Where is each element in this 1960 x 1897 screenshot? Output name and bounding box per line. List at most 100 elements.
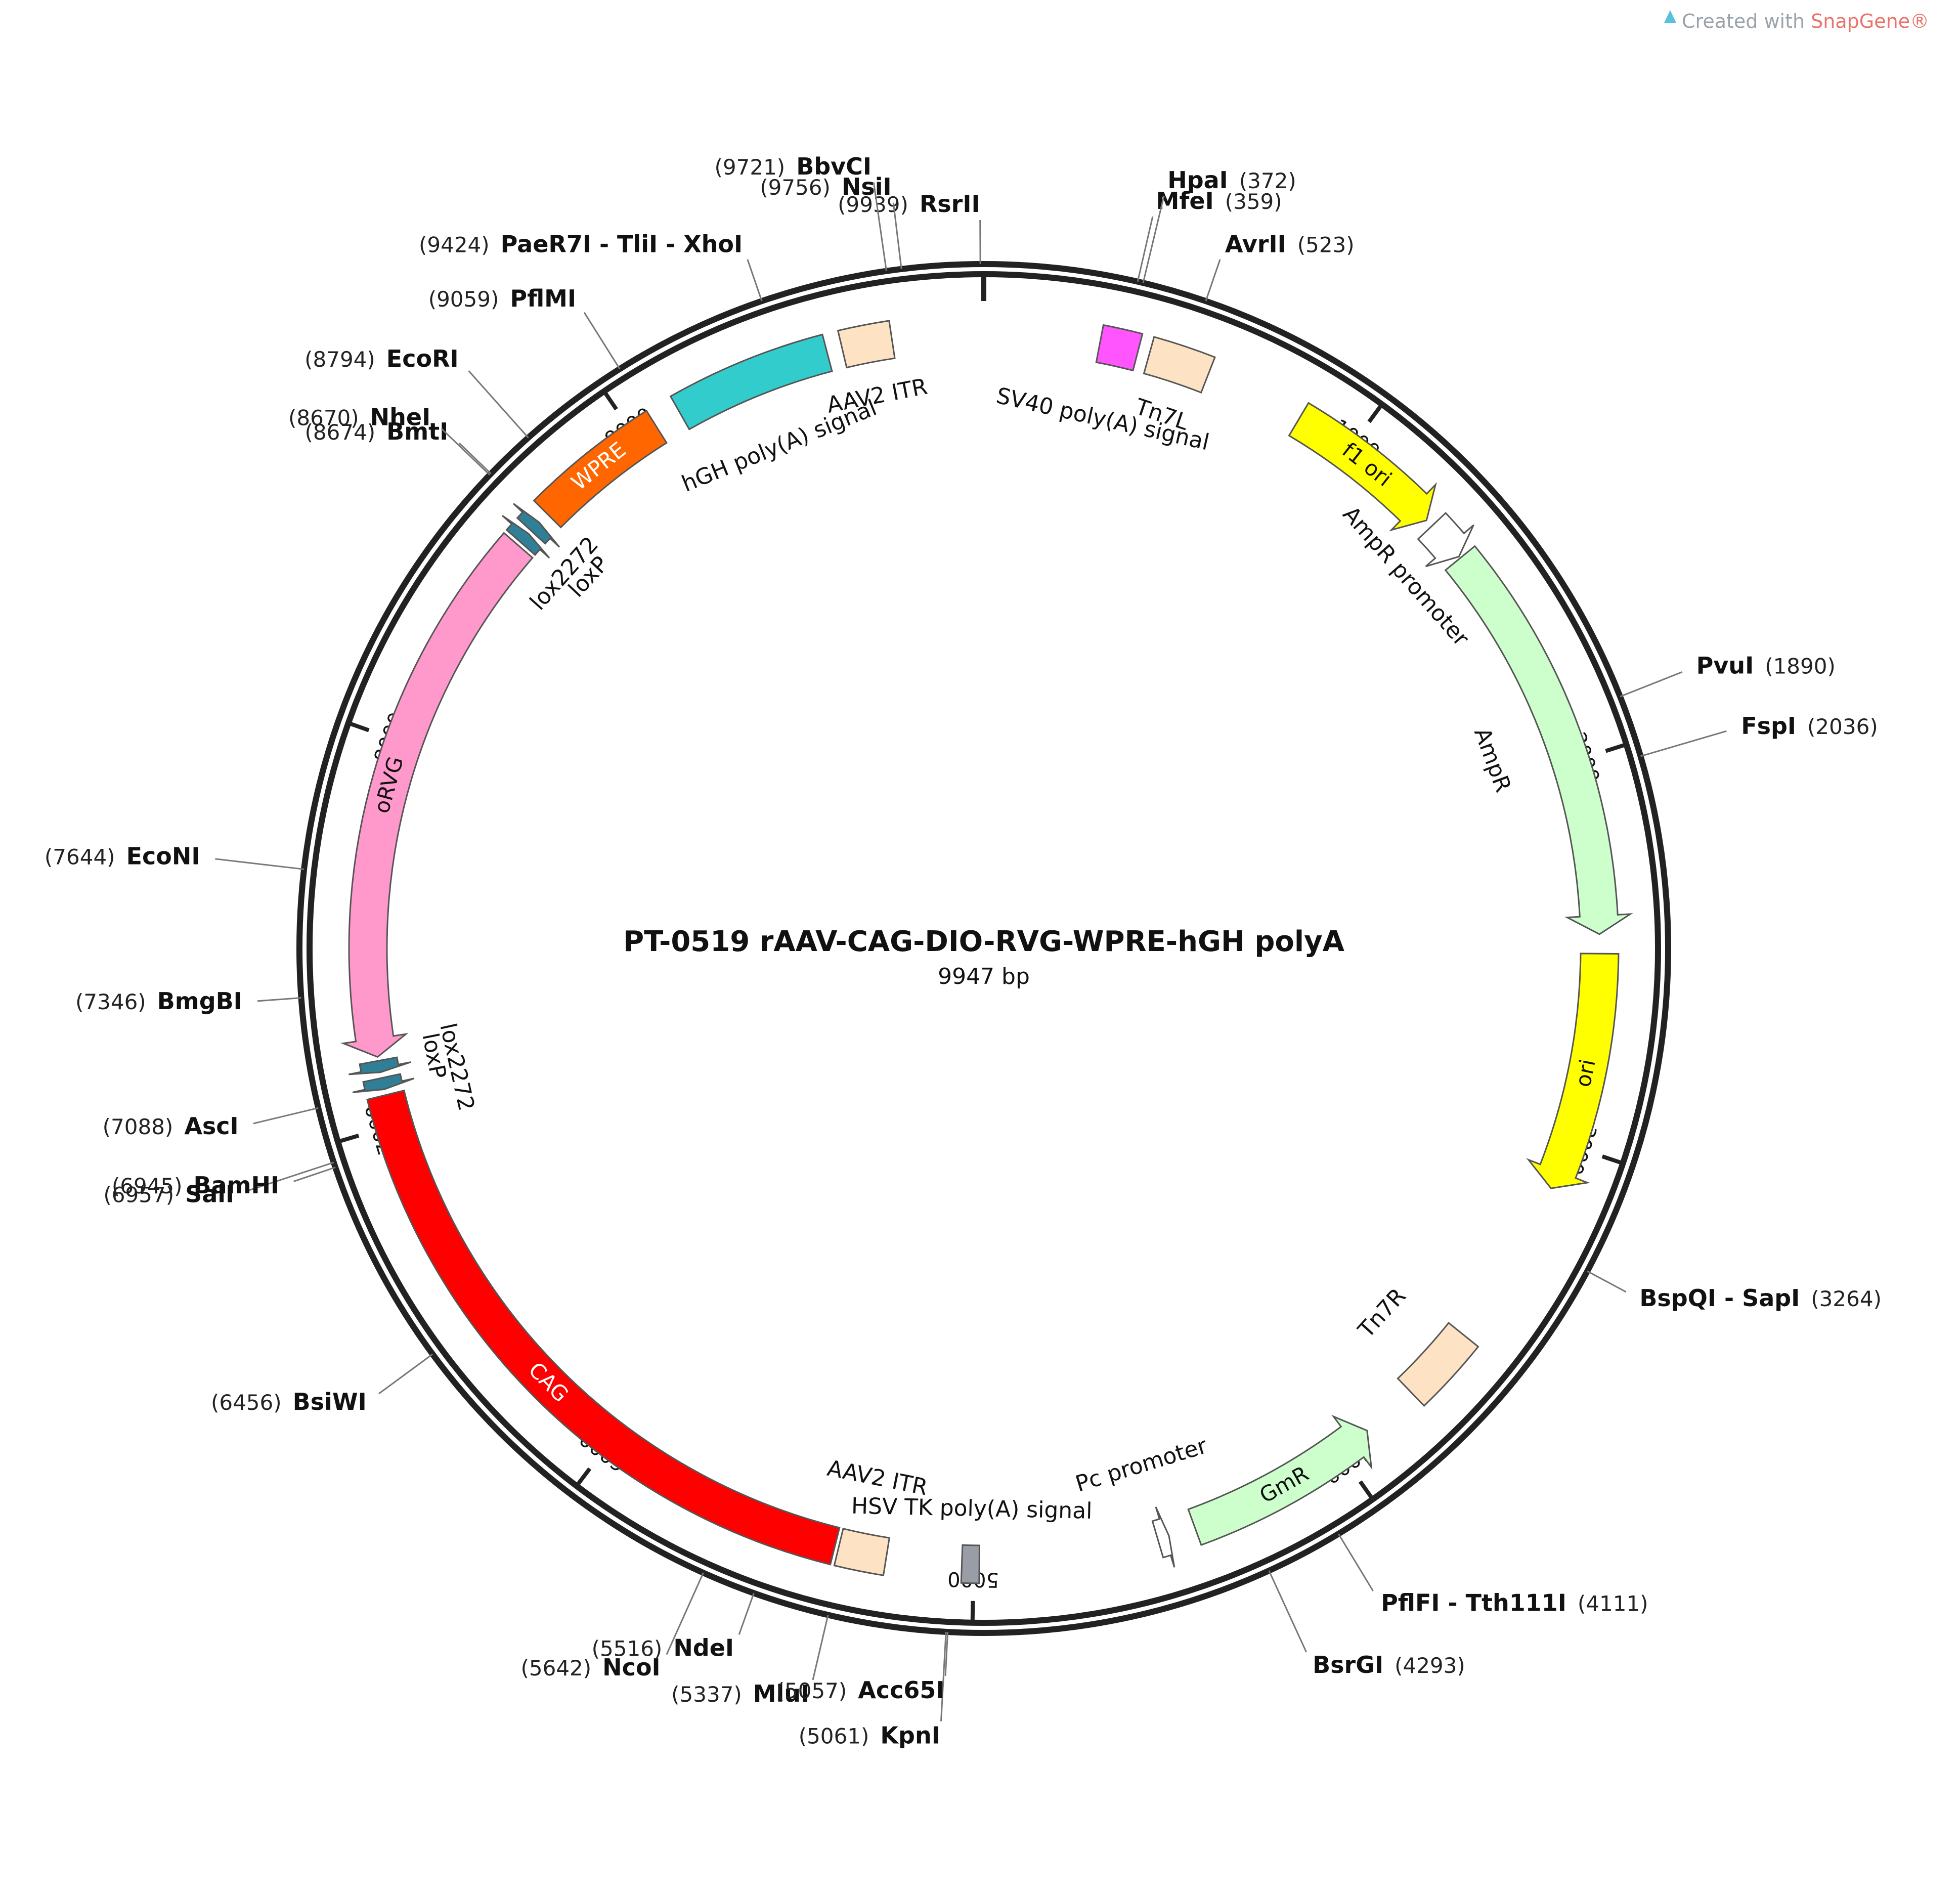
site-nhei[interactable]: (8670)NheI bbox=[288, 404, 491, 476]
site-nhei-label: (8670)NheI bbox=[288, 404, 430, 431]
site-nsii-leader bbox=[892, 202, 902, 270]
site-mlui-pos: (5337) bbox=[671, 1682, 742, 1707]
site-asci-name: AscI bbox=[184, 1112, 238, 1140]
feature-ampr[interactable]: AmpR bbox=[1444, 545, 1633, 935]
feature-orvg[interactable]: oRVG bbox=[340, 532, 534, 1058]
site-asci[interactable]: (7088)AscI bbox=[103, 1107, 319, 1140]
site-xhoi-leader bbox=[747, 259, 763, 301]
site-bbvci-label: (9721) BbvCI bbox=[715, 153, 872, 180]
site-mfei[interactable]: MfeI(359) bbox=[1137, 187, 1282, 282]
site-bmgbi-label: (7346)BmgBI bbox=[75, 987, 242, 1015]
site-bamhi-name: BamHI bbox=[194, 1172, 280, 1199]
feature-tn7l[interactable]: Tn7L bbox=[1131, 336, 1216, 436]
site-bmti-label: (8674)BmtI bbox=[305, 418, 449, 445]
site-ecori-pos: (8794) bbox=[304, 347, 375, 372]
site-bmti-pos: (8674) bbox=[305, 420, 376, 445]
site-ecori-name: EcoRI bbox=[386, 345, 459, 372]
site-pflmi-pos: (9059) bbox=[428, 287, 499, 312]
site-bbvci[interactable]: (9721) BbvCI bbox=[715, 153, 887, 271]
site-hpai-leader bbox=[1142, 195, 1165, 283]
hgh-polya-shape bbox=[669, 333, 833, 430]
lox2272-top-shape bbox=[502, 515, 550, 558]
site-pflmi-name: PflMI bbox=[510, 285, 576, 312]
feature-aav2-itr-right[interactable]: AAV2 ITR bbox=[824, 320, 930, 418]
site-pvui[interactable]: PvuI (1890) bbox=[1620, 652, 1836, 698]
site-tth111i-name: PflFI - Tth111I bbox=[1381, 1589, 1566, 1617]
tick-mark-2000 bbox=[1605, 742, 1627, 753]
site-mlui-name: MluI bbox=[753, 1680, 809, 1707]
site-hpai-label: HpaI(372) bbox=[1167, 166, 1296, 194]
snapgene-logo-icon bbox=[1664, 10, 1676, 23]
site-bamhi-label: (6945)BamHI bbox=[112, 1172, 279, 1199]
tn7r-label: Tn7R bbox=[1353, 1283, 1411, 1344]
site-avrii-pos: (523) bbox=[1297, 232, 1355, 257]
site-ncoi-label: (5642)NcoI bbox=[521, 1654, 661, 1681]
site-xhoi-pos: (9424) bbox=[419, 232, 490, 257]
site-acc65i[interactable]: (5057) Acc65I bbox=[776, 1632, 949, 1704]
site-pvui-pos: (1890) bbox=[1765, 654, 1836, 678]
site-hpai-pos: (372) bbox=[1239, 168, 1296, 193]
site-bsiwi[interactable]: (6456)BsiWI bbox=[211, 1353, 433, 1415]
site-tth111i[interactable]: PflFI - Tth111I(4111) bbox=[1337, 1533, 1648, 1617]
site-bbvci-pos: (9721) bbox=[715, 155, 786, 180]
aav2-itr-left-shape bbox=[833, 1527, 891, 1576]
site-sapi-leader bbox=[1587, 1270, 1627, 1293]
site-mlui-leader bbox=[812, 1615, 829, 1680]
site-bsiwi-leader bbox=[378, 1353, 433, 1395]
tick-mark-7000 bbox=[337, 1133, 360, 1144]
tick-mark-6000 bbox=[575, 1467, 592, 1487]
site-avrii[interactable]: AvrII(523) bbox=[1205, 230, 1355, 301]
site-sali-label: (6957)SalI bbox=[103, 1181, 234, 1208]
site-rsrii-name: RsrII bbox=[920, 190, 980, 218]
hsv-tk-polya-shape bbox=[960, 1544, 980, 1584]
ampr-shape bbox=[1444, 545, 1633, 935]
site-bbvci-name: BbvCI bbox=[796, 153, 872, 180]
site-xhoi[interactable]: (9424)PaeR7I - TliI - XhoI bbox=[419, 230, 763, 301]
site-asci-leader bbox=[253, 1107, 319, 1125]
site-econi-label: (7644) EcoNI bbox=[45, 842, 200, 870]
ampr-promoter-shape bbox=[1417, 511, 1474, 568]
site-sapi[interactable]: BspQI - SapI(3264) bbox=[1587, 1270, 1882, 1312]
site-hpai[interactable]: HpaI(372) bbox=[1142, 166, 1296, 283]
site-pvui-name: PvuI bbox=[1696, 652, 1754, 679]
feature-wpre[interactable]: WPRE bbox=[533, 409, 668, 529]
site-ncoi[interactable]: (5642)NcoI bbox=[521, 1572, 704, 1681]
site-bsrgi[interactable]: BsrGI(4293) bbox=[1268, 1570, 1465, 1678]
site-acc65i-leader bbox=[944, 1632, 949, 1676]
site-ecori-label: (8794) EcoRI bbox=[304, 345, 459, 372]
site-sali[interactable]: (6957)SalI bbox=[103, 1161, 334, 1208]
site-kpni[interactable]: (5061)KpnI bbox=[799, 1631, 947, 1749]
site-nsii[interactable]: (9756)NsiI bbox=[760, 173, 902, 270]
feature-ori[interactable]: ori bbox=[1526, 953, 1620, 1189]
site-econi[interactable]: (7644) EcoNI bbox=[45, 842, 304, 870]
site-pflmi[interactable]: (9059) PflMI bbox=[428, 285, 621, 370]
site-fspi[interactable]: FspI(2036) bbox=[1640, 712, 1878, 757]
site-sali-name: SalI bbox=[185, 1181, 234, 1208]
site-econi-pos: (7644) bbox=[45, 844, 115, 869]
site-rsrii[interactable]: (9939)RsrII bbox=[838, 190, 981, 265]
site-pvui-leader bbox=[1620, 671, 1683, 698]
site-acc65i-name: Acc65I bbox=[858, 1676, 944, 1704]
site-nhei-name: NheI bbox=[370, 404, 431, 431]
feature-cag[interactable]: CAG bbox=[366, 1089, 841, 1566]
site-bamhi[interactable]: (6945)BamHI bbox=[112, 1167, 336, 1199]
site-ncoi-name: NcoI bbox=[602, 1654, 660, 1681]
feature-tn7r[interactable]: Tn7R bbox=[1353, 1283, 1479, 1407]
feature-hsv-tk-polya[interactable]: HSV TK poly(A) signal bbox=[851, 1493, 1093, 1584]
site-ecori[interactable]: (8794) EcoRI bbox=[304, 345, 529, 439]
site-ndei-leader bbox=[738, 1592, 755, 1635]
feature-pc-promoter[interactable]: Pc promoter bbox=[1072, 1433, 1210, 1568]
site-bmgbi[interactable]: (7346)BmgBI bbox=[75, 987, 301, 1015]
site-acc65i-pos: (5057) bbox=[776, 1678, 847, 1703]
site-mfei-pos: (359) bbox=[1225, 189, 1282, 214]
site-bmgbi-name: BmgBI bbox=[157, 987, 242, 1015]
site-ndei[interactable]: (5516)NdeI bbox=[592, 1592, 755, 1662]
ori-shape bbox=[1526, 953, 1620, 1189]
loxp-top-shape bbox=[512, 503, 560, 548]
site-rsrii-label: (9939)RsrII bbox=[838, 190, 980, 218]
site-bmti[interactable]: (8674)BmtI bbox=[305, 418, 492, 475]
wpre-shape bbox=[533, 409, 668, 529]
site-mlui[interactable]: (5337) MluI bbox=[671, 1615, 829, 1707]
site-econi-name: EcoNI bbox=[126, 842, 200, 870]
